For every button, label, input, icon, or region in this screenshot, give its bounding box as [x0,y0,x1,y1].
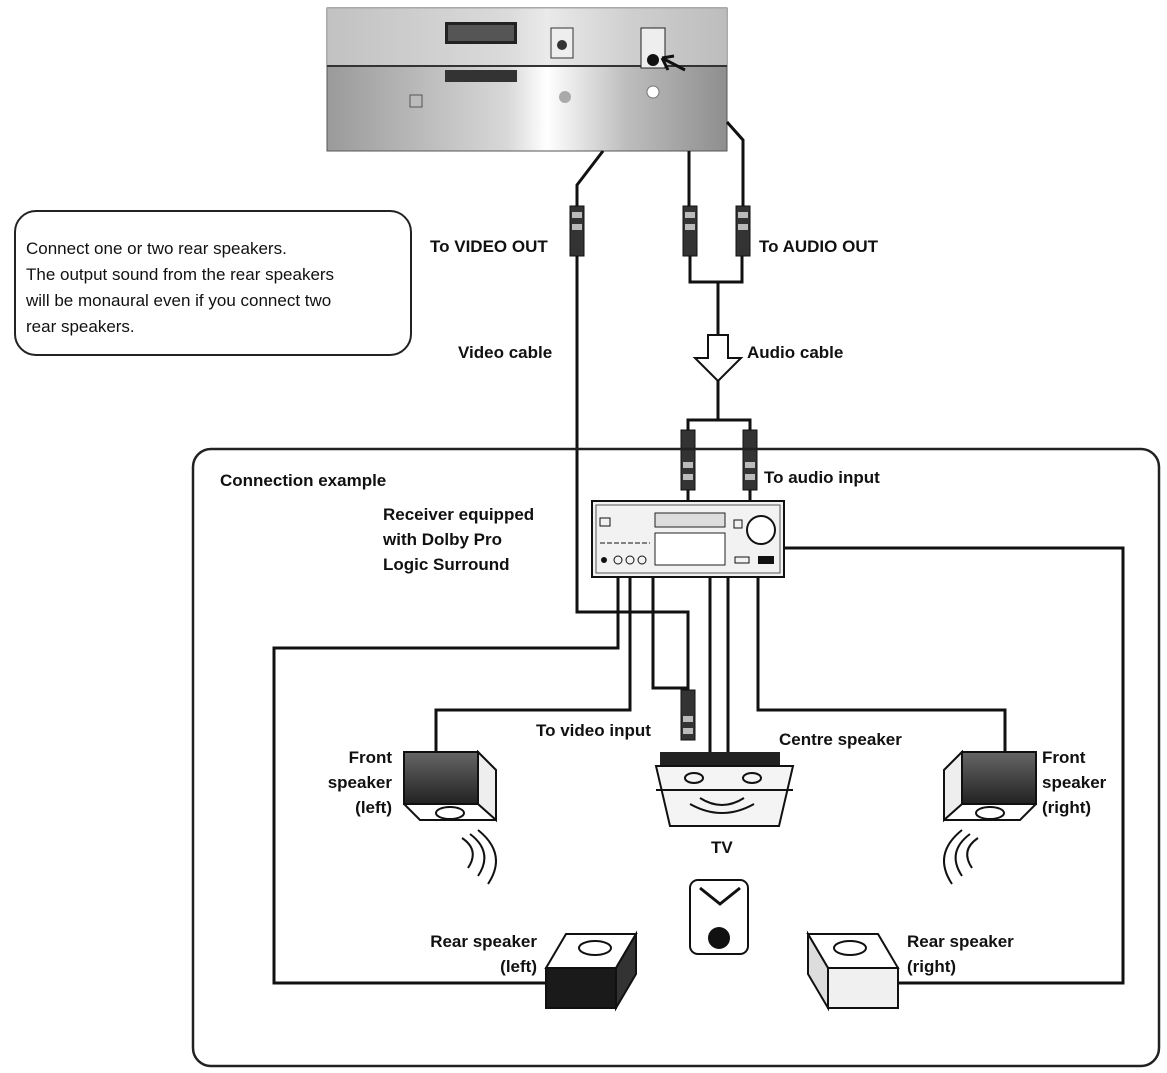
down-arrow-icon [692,334,744,383]
info-note-text: Connect one or two rear speakers. The ou… [26,236,334,340]
label-centre-speaker: Centre speaker [779,730,902,749]
note-line: rear speakers. [26,317,135,336]
label-front-right-line3: (right) [1042,798,1092,817]
note-line: The output sound from the rear speakers [26,265,335,284]
label-to-video-input: To video input [536,721,651,740]
label-rear-right-line2: (right) [907,957,957,976]
listener-figure [689,879,749,955]
device-back-panel [326,7,728,152]
rca-plug-audio-input-left [680,429,696,491]
label-video-cable: Video cable [458,343,553,362]
label-to-audio-out: To AUDIO OUT [759,237,878,256]
rca-plug-audio-out-left [682,205,698,257]
front-speaker-right [943,749,1037,885]
label-front-left-line1: Front [348,748,392,767]
receiver-unit [591,500,785,578]
label-rear-left-line2: (left) [500,957,537,976]
rca-plug-video-input [680,689,696,741]
note-line: will be monaural even if you connect two [26,291,332,310]
info-note-box [14,210,412,356]
label-receiver-line3: Logic Surround [383,555,510,574]
label-front-left-line2: speaker [327,773,392,792]
rear-speaker-right [806,930,900,1012]
front-speaker-left [403,749,497,885]
label-front-right-line2: speaker [1042,773,1107,792]
label-front-right-line1: Front [1042,748,1086,767]
label-tv: TV [711,838,733,857]
label-front-left-line3: (left) [355,798,392,817]
tv-unit [654,752,795,827]
note-line: Connect one or two rear speakers. [26,239,287,258]
label-receiver-line2: with Dolby Pro [383,530,502,549]
connection-example-frame [191,447,1161,1068]
label-rear-left-line1: Rear speaker [430,932,537,951]
rca-plug-video-out [569,205,585,257]
rca-plug-audio-input-right [742,429,758,491]
rear-speaker-left [544,930,638,1012]
cables [272,121,1125,985]
rca-plug-audio-out-right [735,205,751,257]
label-to-audio-input: To audio input [764,468,880,487]
label-receiver-line1: Receiver equipped [383,505,535,524]
label-audio-cable: Audio cable [747,343,844,362]
label-connection-example: Connection example [220,471,387,490]
label-to-video-out: To VIDEO OUT [430,237,548,256]
label-rear-right-line1: Rear speaker [907,932,1014,951]
